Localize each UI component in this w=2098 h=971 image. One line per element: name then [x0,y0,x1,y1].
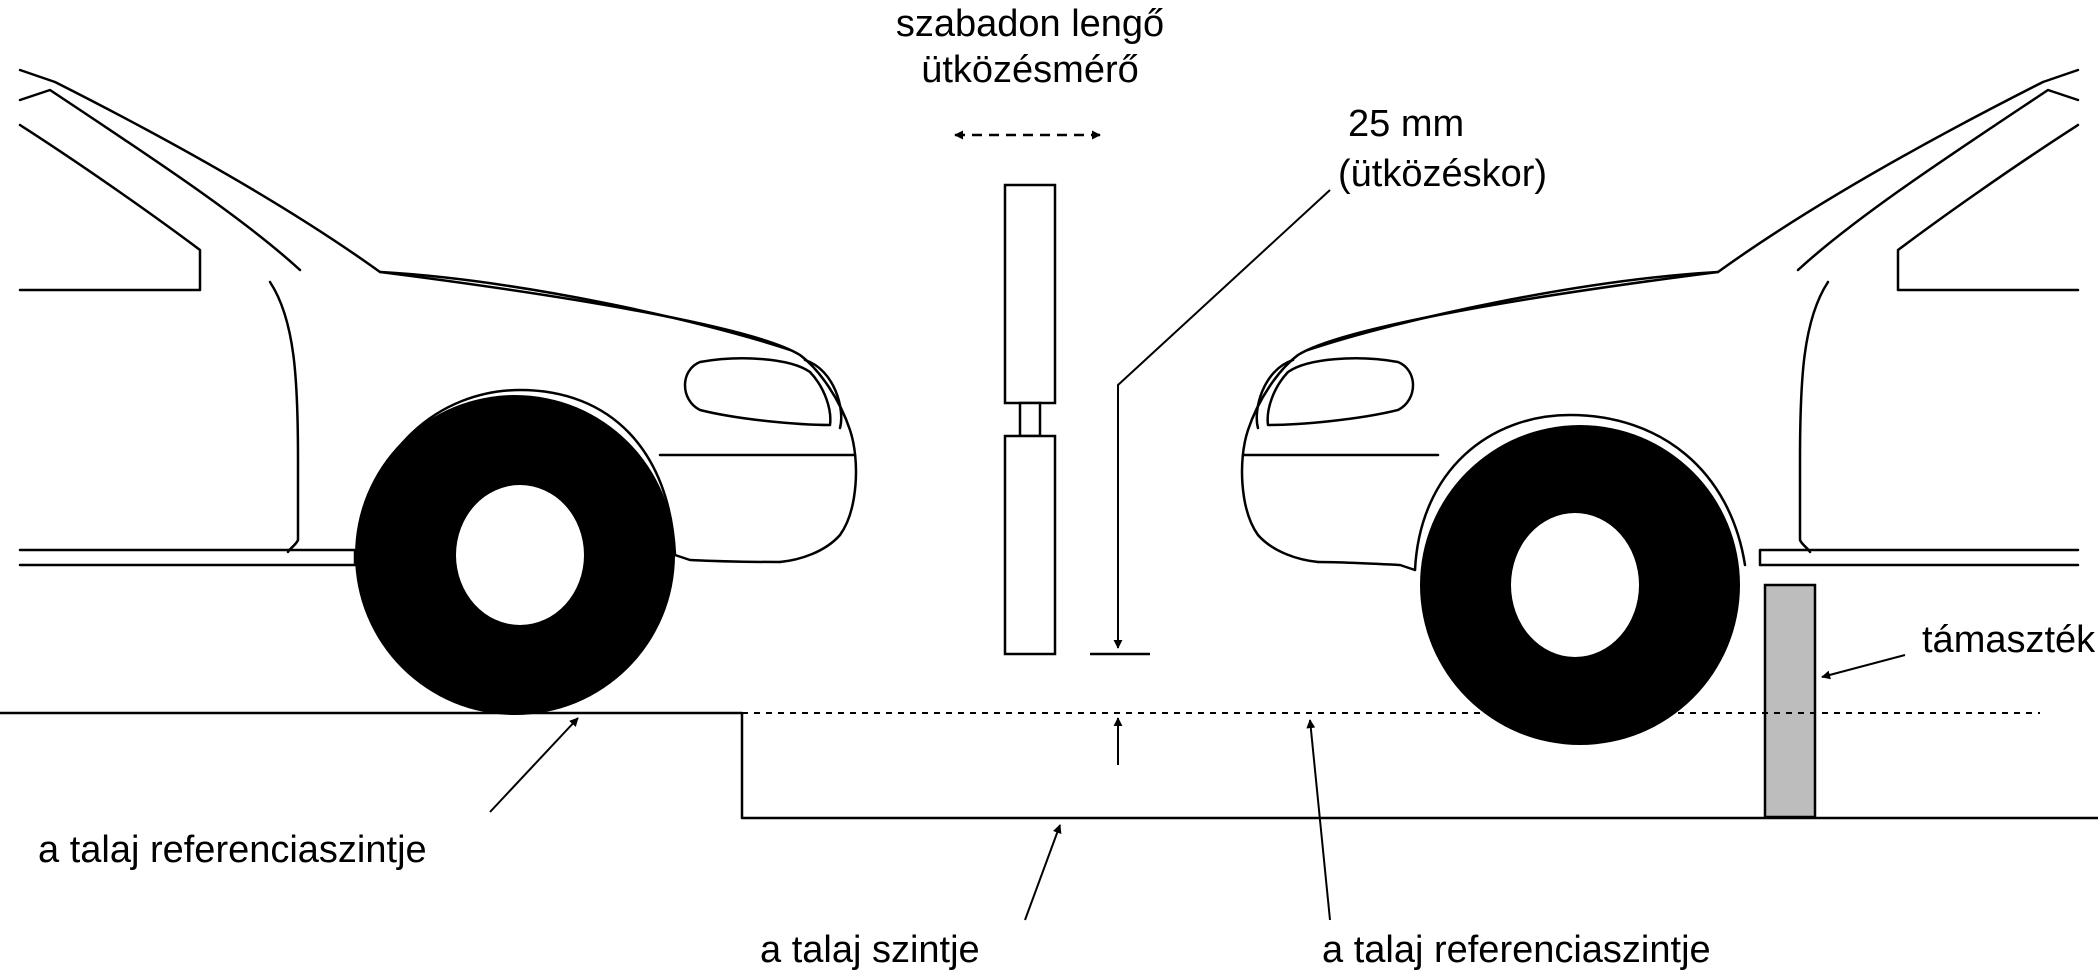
reference-left-arrow [489,717,579,813]
left-car-lower-front [673,553,782,564]
left-car-sill [18,548,357,567]
right-car-hood-inner-line [1796,88,2080,272]
right-car-front-face [1240,270,1720,564]
height-label-line1: 25 mm [1348,103,1464,145]
pendulum-label-line1: szabadon lengő [896,3,1164,45]
pendulum-label-line2: ütközésmérő [921,49,1139,91]
left-car-hood-line [18,68,792,352]
pendulum-impactor [1003,183,1057,656]
right-car-rim [1511,513,1639,657]
left-car-headlight [683,357,832,427]
left-car-hood-inner-line [18,88,302,272]
reference-right-arrow [1306,719,1331,921]
height-leader-arrow [1113,189,1331,649]
right-car-wheel-arch [1413,413,1747,572]
support-label: támaszték [1922,619,2096,661]
support-block [1763,583,1817,819]
ground-level-arrow [1024,824,1062,921]
right-car-windshield [1896,123,2080,292]
right-car-sill [1758,548,2080,567]
impactor-joint [1018,401,1042,438]
right-car-headlight [1266,357,1415,427]
right-car-door-edge [1798,280,1830,554]
left-car [18,68,858,715]
left-car-windshield [18,123,202,292]
left-car-rim [456,485,584,625]
left-car-front-face [378,270,858,564]
ground-label: a talaj szintje [760,929,980,971]
left-car-door-edge [268,280,300,554]
right-car [1240,68,2080,745]
reference-right-label: a talaj referenciaszintje [1322,929,1711,971]
impactor-upper-block [1003,183,1057,405]
impactor-lower-block [1003,434,1057,656]
right-car-lower-front [1316,560,1417,572]
reference-left-label: a talaj referenciaszintje [38,829,427,871]
ground-level-line [0,711,2098,820]
right-car-headlight-lens [1255,358,1295,430]
left-car-headlight-lens [803,358,843,430]
height-label-line2: (ütközéskor) [1338,153,1547,195]
support-arrow [1821,654,1906,680]
